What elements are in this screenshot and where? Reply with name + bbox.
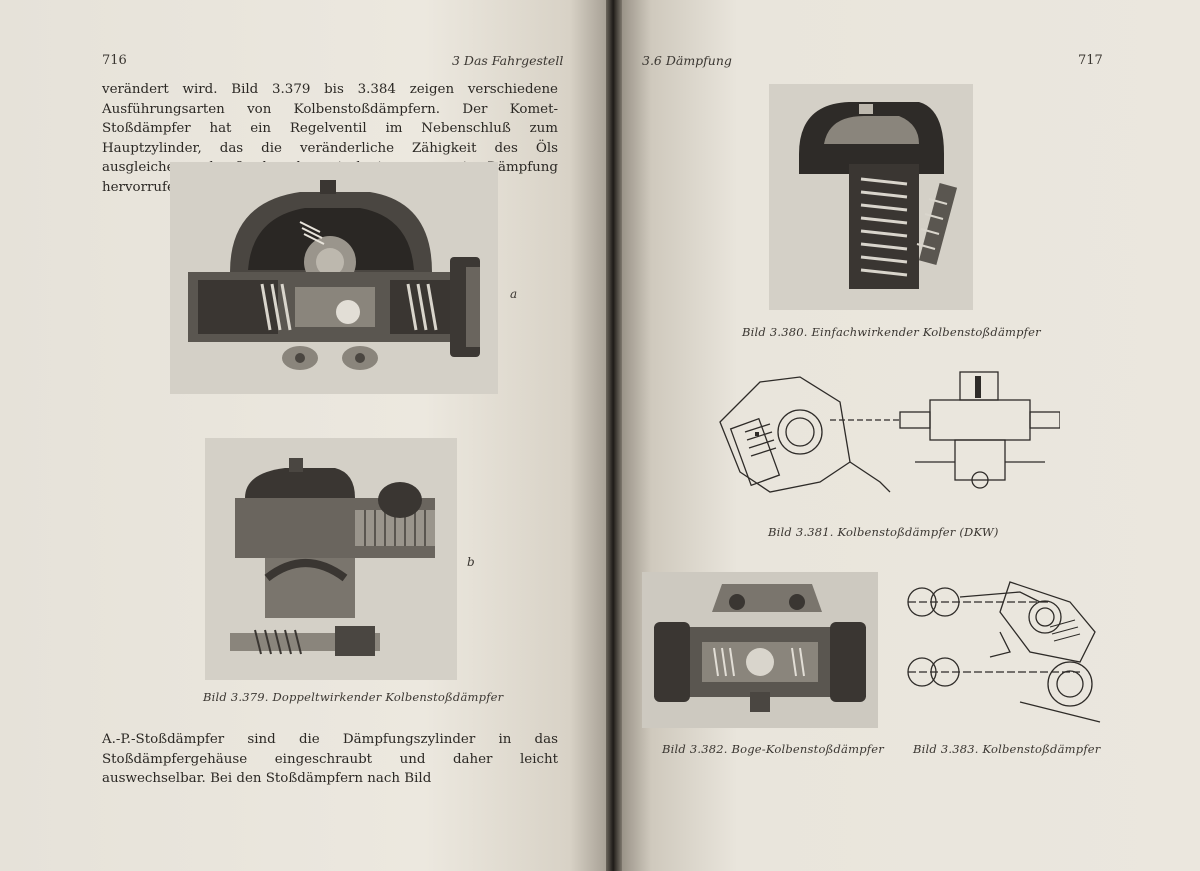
- figure-3-382-photo: [642, 572, 878, 728]
- figure-3-383-drawing: [900, 572, 1112, 728]
- boge-damper-illustration: [642, 572, 878, 728]
- page-number-left: 716: [102, 53, 127, 68]
- figure-3-381-drawing: [700, 362, 1060, 512]
- single-acting-damper-illustration: [769, 84, 973, 310]
- figure-3-379-a-photo: [170, 162, 498, 394]
- figure-label-b: b: [467, 555, 475, 569]
- double-acting-damper-cutaway-illustration: [170, 162, 498, 394]
- right-page: 3.6 Dämpfung 717 Bild 3.380. Einfachwirk…: [622, 0, 1200, 871]
- figure-caption-3-382: Bild 3.382. Boge-Kolbenstoßdämpfer: [662, 742, 884, 756]
- figure-label-a: a: [510, 287, 518, 301]
- page-number-right: 717: [1078, 53, 1103, 68]
- figure-caption-3-381: Bild 3.381. Kolbenstoßdämpfer (DKW): [768, 525, 999, 539]
- piston-damper-technical-drawing: [907, 581, 1101, 723]
- top-paragraph: verändert wird. Bild 3.379 bis 3.384 zei…: [102, 82, 558, 195]
- figure-caption-3-380: Bild 3.380. Einfachwirkender Kolbenstoßd…: [742, 325, 1041, 339]
- book-gutter: [606, 0, 622, 871]
- figure-caption-3-383: Bild 3.383. Kolbenstoßdämpfer: [913, 742, 1101, 756]
- double-acting-damper-lever-illustration: [205, 438, 457, 680]
- figure-3-379-b-photo: [205, 438, 457, 680]
- figure-caption-3-379: Bild 3.379. Doppeltwirkender Kolbenstoßd…: [203, 690, 504, 704]
- bottom-paragraph: A.-P.-Stoßdämpfer sind die Dämpfungszyli…: [102, 732, 558, 786]
- running-header-left: 3 Das Fahrgestell: [452, 53, 564, 68]
- running-header-right: 3.6 Dämpfung: [642, 53, 732, 68]
- left-page: 716 3 Das Fahrgestell verändert wird. Bi…: [0, 0, 606, 871]
- figure-3-380-photo: [769, 84, 973, 310]
- dkw-damper-technical-drawing: [719, 371, 1060, 493]
